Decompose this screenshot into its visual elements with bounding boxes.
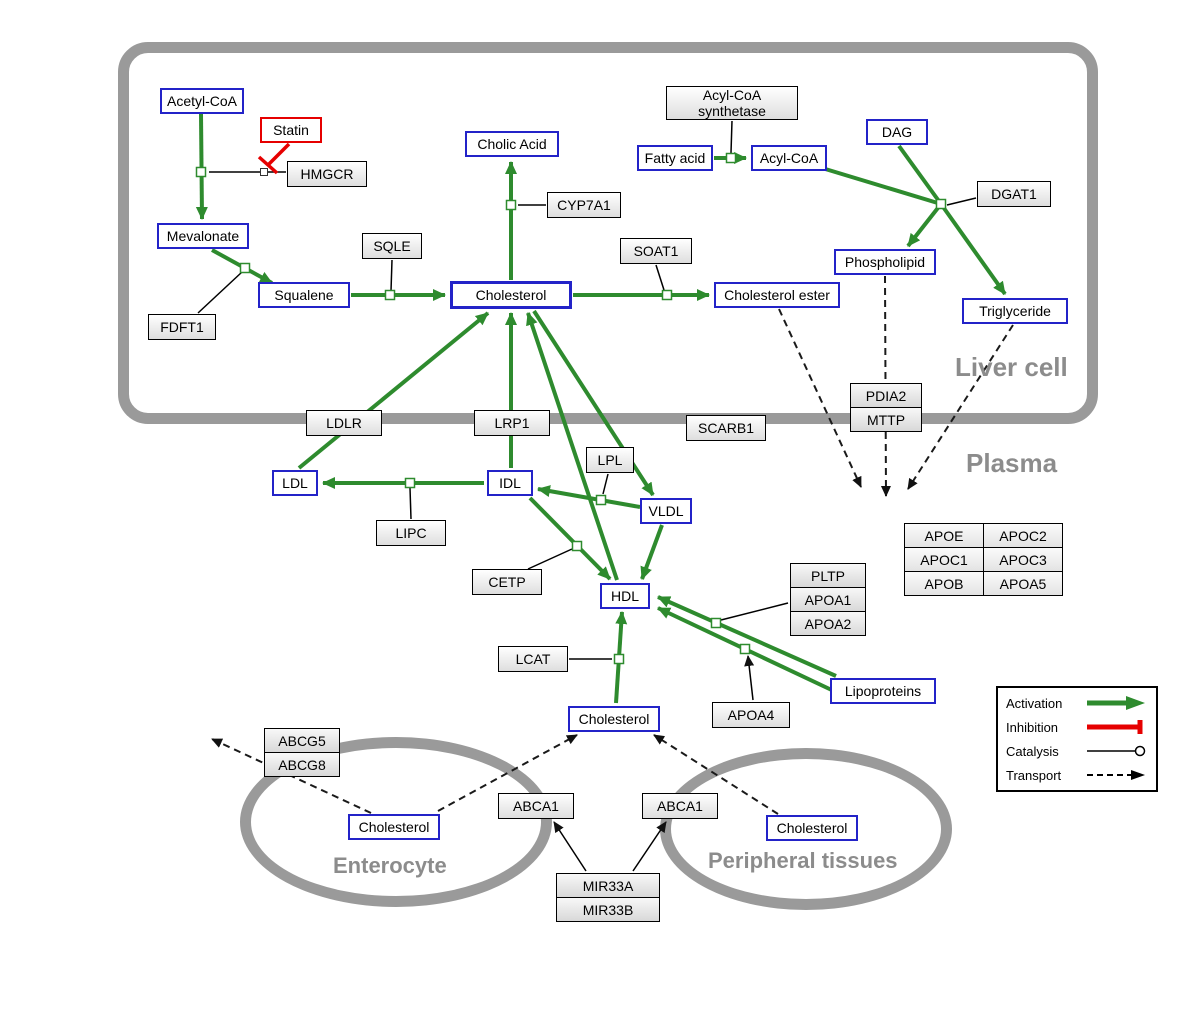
node-cholesterol-plasma[interactable]: Cholesterol [568, 706, 660, 732]
node-acyl-coa[interactable]: Acyl-CoA [751, 145, 827, 171]
node-sqle[interactable]: SQLE [362, 233, 422, 259]
node-hdl[interactable]: HDL [600, 583, 650, 609]
node-pdia2[interactable]: PDIA2 [850, 383, 922, 408]
node-cholesterol-liver[interactable]: Cholesterol [450, 281, 572, 309]
node-lpl[interactable]: LPL [586, 447, 634, 473]
node-acetyl-coa[interactable]: Acetyl-CoA [160, 88, 244, 114]
node-apoa4[interactable]: APOA4 [712, 702, 790, 728]
node-apoc1[interactable]: APOC1 [904, 547, 984, 572]
node-idl[interactable]: IDL [487, 470, 533, 496]
legend-label-inhibition: Inhibition [1006, 719, 1059, 735]
legend-row-activation: Activation [1006, 692, 1148, 714]
mir33-stack: MIR33A MIR33B [556, 873, 660, 922]
node-pltp[interactable]: PLTP [790, 563, 866, 588]
node-lipc[interactable]: LIPC [376, 520, 446, 546]
inhibition-edge [257, 142, 291, 175]
node-cetp[interactable]: CETP [472, 569, 542, 595]
catalysis-edges [197, 120, 977, 660]
node-apob[interactable]: APOB [904, 571, 984, 596]
node-fdft1[interactable]: FDFT1 [148, 314, 216, 340]
liver-cell-label: Liver cell [955, 352, 1068, 382]
node-abca1-peripheral[interactable]: ABCA1 [642, 793, 718, 819]
node-abcg5[interactable]: ABCG5 [264, 728, 340, 753]
legend-row-transport: Transport [1006, 764, 1148, 786]
enterocyte-label: Enterocyte [333, 853, 447, 878]
legend: Activation Inhibition Catalysis Transpor… [996, 686, 1158, 792]
regulation-arrows [553, 655, 755, 872]
legend-row-catalysis: Catalysis [1006, 740, 1148, 762]
node-apoa5[interactable]: APOA5 [983, 571, 1063, 596]
node-soat1[interactable]: SOAT1 [620, 238, 692, 264]
node-phospholipid[interactable]: Phospholipid [834, 249, 936, 275]
node-dgat1[interactable]: DGAT1 [977, 181, 1051, 207]
node-statin[interactable]: Statin [260, 117, 322, 143]
node-ldl[interactable]: LDL [272, 470, 318, 496]
node-hmgcr[interactable]: HMGCR [287, 161, 367, 187]
node-apoc2[interactable]: APOC2 [983, 523, 1063, 548]
legend-label-transport: Transport [1006, 767, 1062, 783]
node-cyp7a1[interactable]: CYP7A1 [547, 192, 621, 218]
catalysis-circle-icon [1087, 745, 1146, 757]
node-vldl[interactable]: VLDL [640, 498, 692, 524]
node-ldlr[interactable]: LDLR [306, 410, 382, 436]
node-triglyceride[interactable]: Triglyceride [962, 298, 1068, 324]
node-cholesterol-ester[interactable]: Cholesterol ester [714, 282, 840, 308]
node-apoa2[interactable]: APOA2 [790, 611, 866, 636]
node-mir33b[interactable]: MIR33B [556, 897, 660, 922]
peripheral-tissues-label: Peripheral tissues [708, 848, 898, 873]
node-apoa1[interactable]: APOA1 [790, 587, 866, 612]
node-lcat[interactable]: LCAT [498, 646, 568, 672]
node-apoc3[interactable]: APOC3 [983, 547, 1063, 572]
legend-row-inhibition: Inhibition [1006, 716, 1148, 738]
node-cholesterol-enterocyte[interactable]: Cholesterol [348, 814, 440, 840]
node-cholesterol-peripheral[interactable]: Cholesterol [766, 815, 858, 841]
pltp-apoa-stack: PLTP APOA1 APOA2 [790, 563, 866, 636]
node-abcg8[interactable]: ABCG8 [264, 752, 340, 777]
node-scarb1[interactable]: SCARB1 [686, 415, 766, 441]
plasma-label: Plasma [966, 448, 1058, 478]
enterocyte-compartment [240, 737, 552, 907]
inhibition-tbar-icon [1087, 720, 1143, 734]
activation-arrow-icon [1087, 696, 1145, 710]
node-apoe[interactable]: APOE [904, 523, 984, 548]
liver-cell-compartment [118, 42, 1098, 424]
node-lrp1[interactable]: LRP1 [474, 410, 550, 436]
node-squalene[interactable]: Squalene [258, 282, 350, 308]
apolipoprotein-table: APOE APOC2 APOC1 APOC3 APOB APOA5 [904, 523, 1063, 596]
pdia2-mttp-stack: PDIA2 MTTP [850, 383, 922, 432]
node-fatty-acid[interactable]: Fatty acid [637, 145, 713, 171]
legend-label-catalysis: Catalysis [1006, 743, 1059, 759]
node-mevalonate[interactable]: Mevalonate [157, 223, 249, 249]
legend-label-activation: Activation [1006, 695, 1063, 711]
node-cholic-acid[interactable]: Cholic Acid [465, 131, 559, 157]
node-mttp[interactable]: MTTP [850, 407, 922, 432]
transport-dashed-arrow-icon [1087, 770, 1145, 780]
node-acyl-coa-synthetase[interactable]: Acyl-CoA synthetase [666, 86, 798, 120]
node-lipoproteins[interactable]: Lipoproteins [830, 678, 936, 704]
node-dag[interactable]: DAG [866, 119, 928, 145]
node-mir33a[interactable]: MIR33A [556, 873, 660, 898]
reaction-anchors [195, 152, 947, 665]
abcg-stack: ABCG5 ABCG8 [264, 728, 340, 777]
node-abca1-enterocyte[interactable]: ABCA1 [498, 793, 574, 819]
